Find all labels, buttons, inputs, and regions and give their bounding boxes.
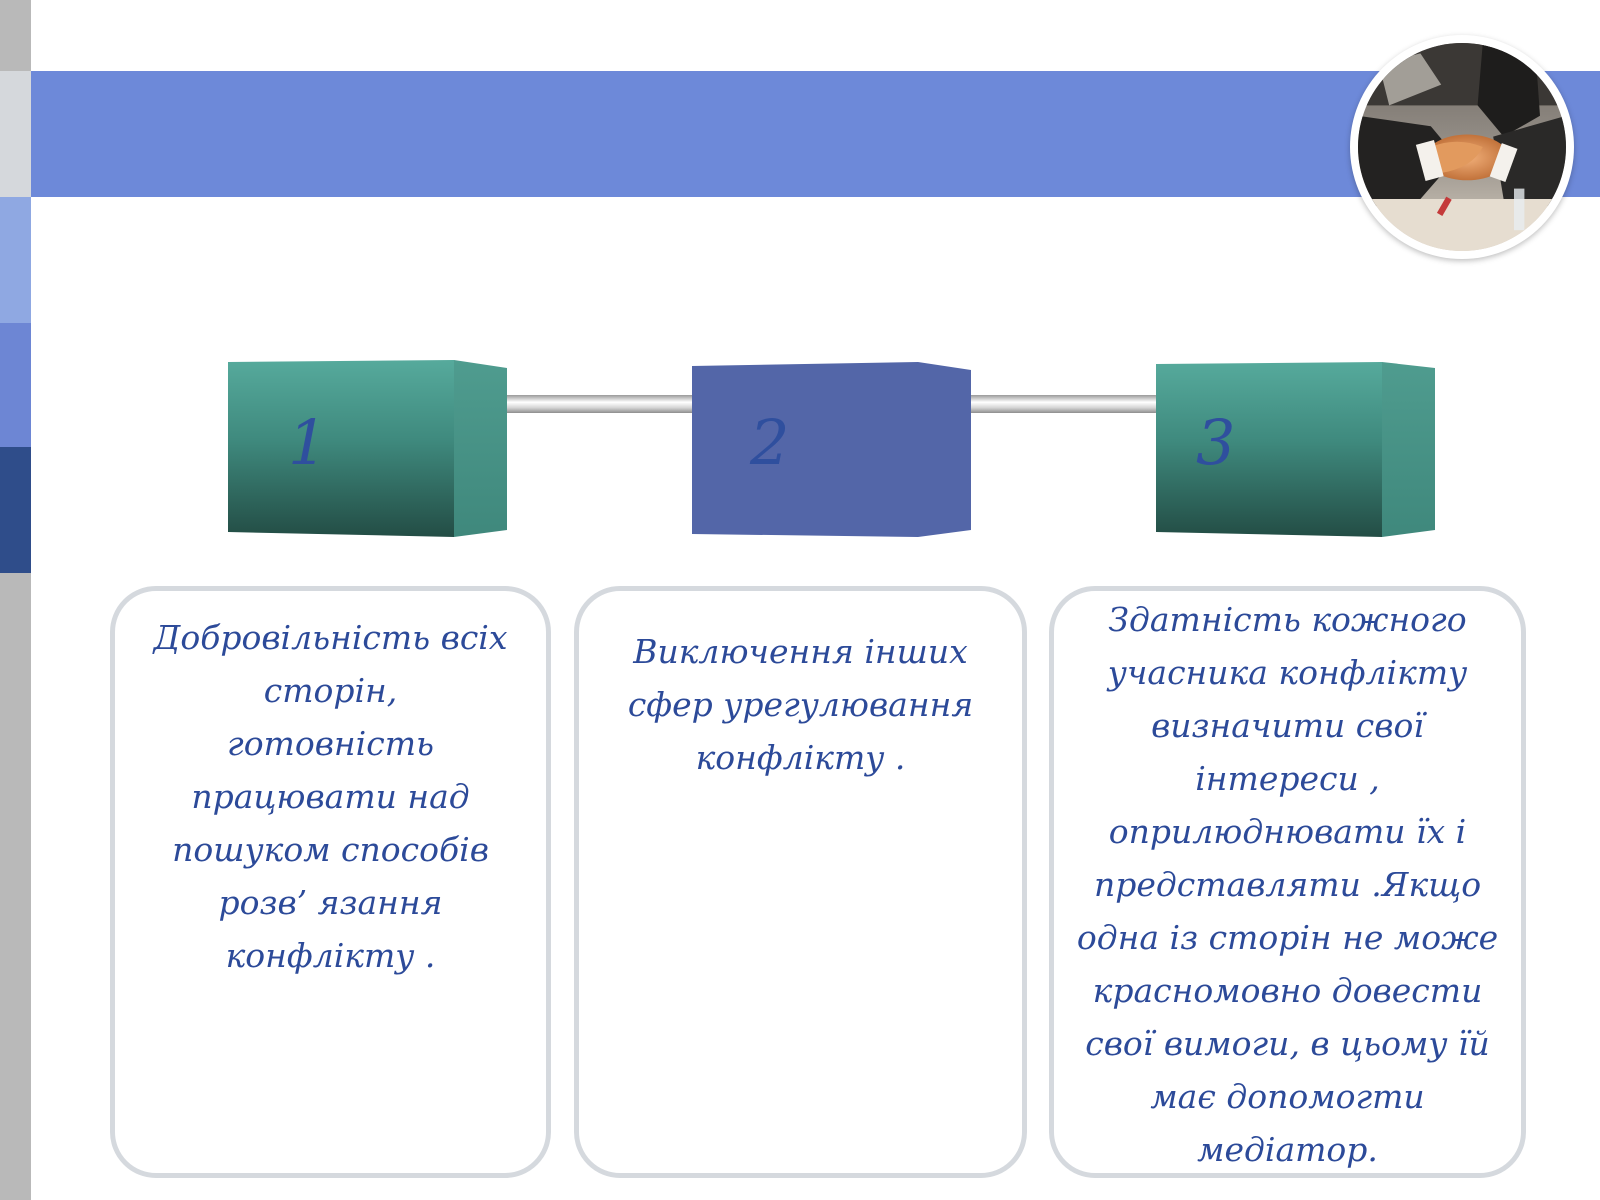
step-number: 2 bbox=[750, 406, 790, 479]
card-line: учасника конфлікту bbox=[1107, 653, 1468, 692]
card-line: одна із сторін не може bbox=[1076, 918, 1499, 957]
side-strip-segment bbox=[0, 447, 31, 573]
step-number: 1 bbox=[288, 406, 328, 479]
step-box-1: 1 bbox=[228, 360, 507, 537]
step-number: 3 bbox=[1196, 406, 1236, 479]
card-line: розв’ язання bbox=[218, 883, 443, 922]
side-strip-segment bbox=[0, 197, 31, 323]
step-card-text: Здатність кожного учасника конфлікту виз… bbox=[1054, 593, 1521, 1176]
card-line: конфлікту . bbox=[695, 738, 906, 777]
side-strip-segment bbox=[0, 0, 31, 71]
handshake-photo bbox=[1350, 35, 1574, 259]
side-strip-segment bbox=[0, 71, 31, 197]
step-card-1: Добровільність всіх сторін, готовність п… bbox=[110, 586, 551, 1178]
step-card-3: Здатність кожного учасника конфлікту виз… bbox=[1049, 586, 1526, 1178]
step-card-text: Добровільність всіх сторін, готовність п… bbox=[115, 611, 546, 982]
connector-bar bbox=[942, 395, 1164, 413]
card-line: визначити свої bbox=[1151, 706, 1424, 745]
card-line: Здатність кожного bbox=[1108, 600, 1467, 639]
step-card-text: Виключення інших сфер урегулювання конфл… bbox=[579, 625, 1022, 784]
card-line: Виключення інших bbox=[633, 632, 968, 671]
card-line: представляти .Якщо bbox=[1093, 865, 1482, 904]
side-strip-segment bbox=[0, 323, 31, 447]
card-line: працювати над bbox=[191, 777, 470, 816]
side-strip-segment bbox=[0, 573, 31, 1200]
card-line: сторін, bbox=[263, 671, 398, 710]
card-line: оприлюднювати їх і bbox=[1108, 812, 1467, 851]
card-line: конфлікту . bbox=[225, 936, 436, 975]
card-line: сфер урегулювання bbox=[627, 685, 974, 724]
card-line: свої вимоги, в цьому їй bbox=[1085, 1024, 1490, 1063]
step-box-2: 2 bbox=[692, 360, 971, 537]
card-line: Добровільність всіх bbox=[153, 618, 508, 657]
card-line: медіатор. bbox=[1197, 1130, 1378, 1169]
card-line: пошуком способів bbox=[172, 830, 489, 869]
step-box-3: 3 bbox=[1156, 360, 1435, 537]
connector-bar bbox=[472, 395, 704, 413]
card-line: красномовно довести bbox=[1092, 971, 1483, 1010]
header-band bbox=[31, 71, 1600, 197]
card-line: готовність bbox=[227, 724, 434, 763]
card-line: має допомогти bbox=[1150, 1077, 1425, 1116]
card-line: інтереси , bbox=[1195, 759, 1380, 798]
step-card-2: Виключення інших сфер урегулювання конфл… bbox=[574, 586, 1027, 1178]
